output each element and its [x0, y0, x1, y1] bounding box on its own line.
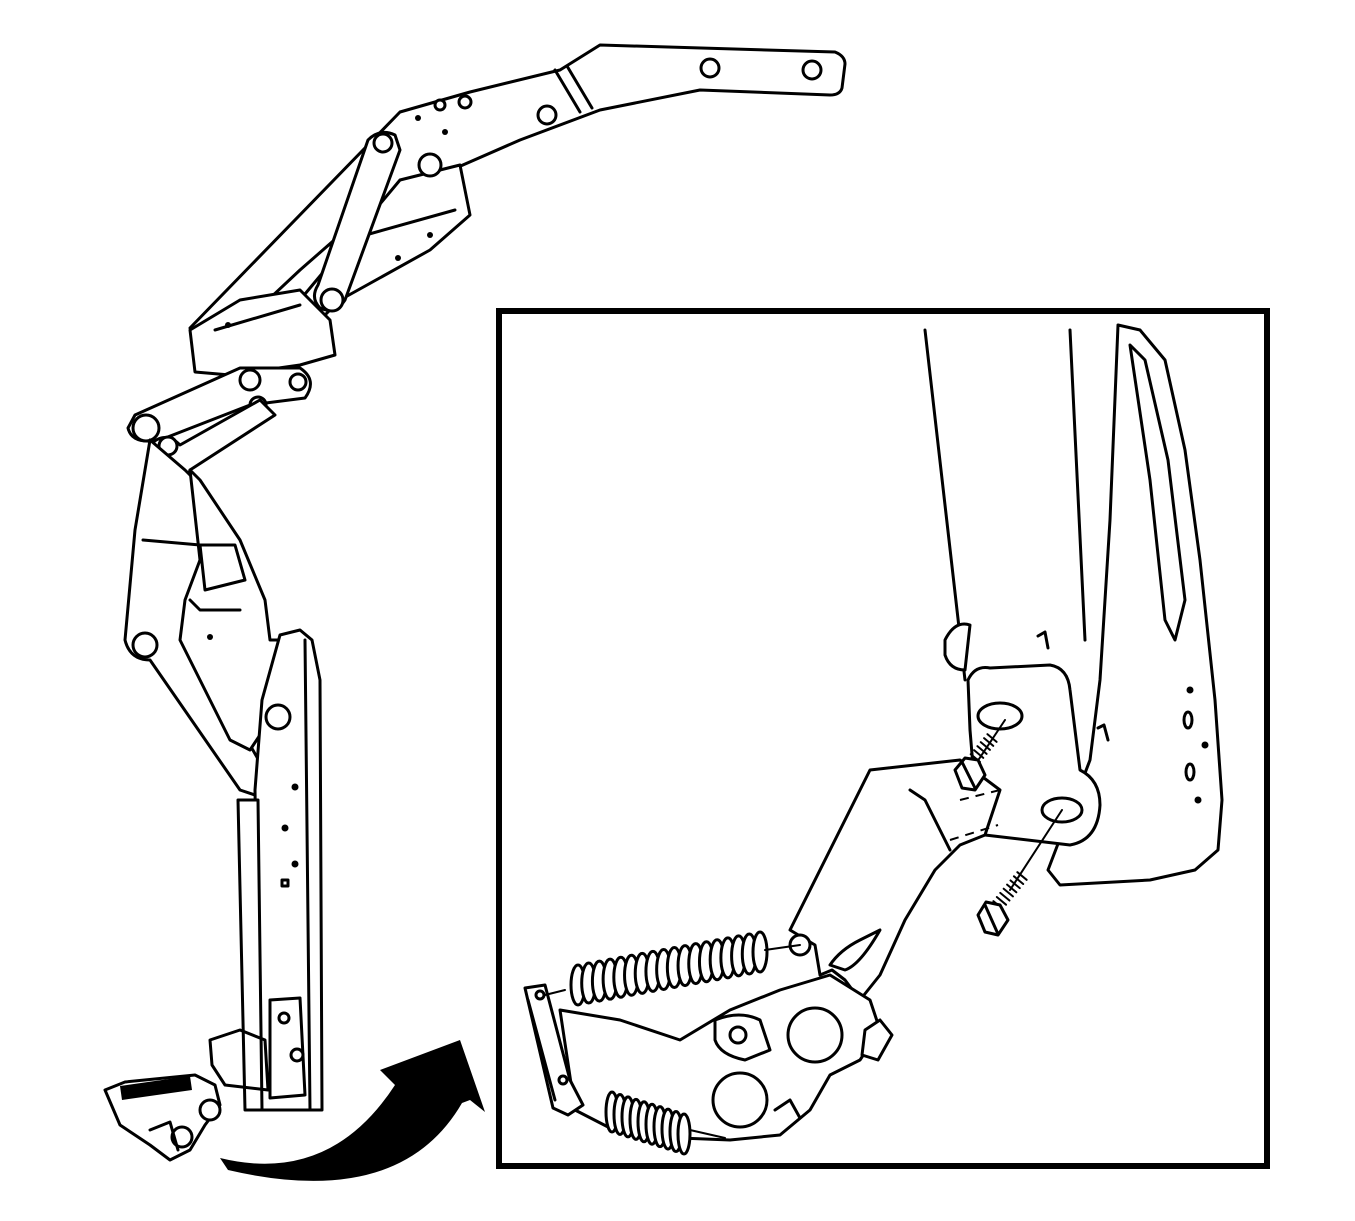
hinge-arm-detail [923, 323, 1224, 887]
spring-coil [676, 1112, 692, 1156]
rivet [534, 989, 546, 1001]
thread-ridge [979, 741, 991, 751]
body-bracket [253, 628, 324, 1112]
thread-ridge [1012, 875, 1025, 885]
lower-spring-mechanism [103, 1073, 222, 1162]
spring-coil [751, 930, 769, 974]
pivot-pin [238, 368, 262, 392]
pivot-pin [288, 372, 308, 392]
thread-ridge [1002, 887, 1014, 898]
outer-lever [523, 983, 585, 1117]
pivot-pin [131, 413, 161, 443]
thread-ridge [976, 745, 988, 755]
detail-inset [496, 308, 1270, 1169]
upper-link [313, 130, 443, 313]
hinge-body-lower [558, 973, 894, 1142]
bolt [277, 1011, 291, 1025]
bolt [289, 1047, 305, 1063]
hinge-bolt [976, 809, 1063, 937]
rivet [557, 1074, 569, 1086]
bolt-head [976, 900, 1010, 937]
mounting-plate [943, 622, 1110, 847]
pivot-pin [728, 1025, 748, 1045]
pivot-bushing [786, 1006, 844, 1064]
upper-coil-spring [569, 930, 769, 1007]
pivot-pin [319, 287, 345, 313]
thread-ridge [983, 737, 995, 747]
pivot-pin [536, 104, 558, 126]
thread-ridge [973, 749, 985, 759]
slot-hole [976, 701, 1024, 731]
bracket-bolt-hole [699, 57, 721, 79]
lower-plate [208, 996, 307, 1100]
curved-arrow-icon [220, 1040, 485, 1181]
thread-ridge [1009, 879, 1021, 890]
thread-ridge [986, 733, 998, 743]
rivet [433, 98, 447, 112]
hinge-assembly [103, 43, 847, 1162]
thread-ridge [995, 896, 1008, 906]
thread-ridge [1006, 883, 1018, 894]
thread-ridge [999, 891, 1011, 902]
pivot-pin [198, 1098, 222, 1122]
mid-arm [188, 288, 337, 377]
hood-bracket [188, 43, 847, 347]
lower-coil-spring [604, 1090, 692, 1156]
pivot-pin [264, 703, 292, 731]
hinge-link-detail [788, 758, 1002, 1002]
pivot-pin [372, 132, 394, 154]
hinge-bolt [953, 719, 1006, 792]
thread-ridge [1016, 871, 1028, 881]
pivot-pin [417, 152, 443, 178]
pivot-pin [131, 631, 159, 659]
coil-spring-small [120, 1076, 192, 1100]
vertical-rail [236, 798, 264, 1112]
pivot-bushing [711, 1071, 769, 1129]
bracket-bolt-hole [801, 59, 823, 81]
rivet [457, 94, 473, 110]
